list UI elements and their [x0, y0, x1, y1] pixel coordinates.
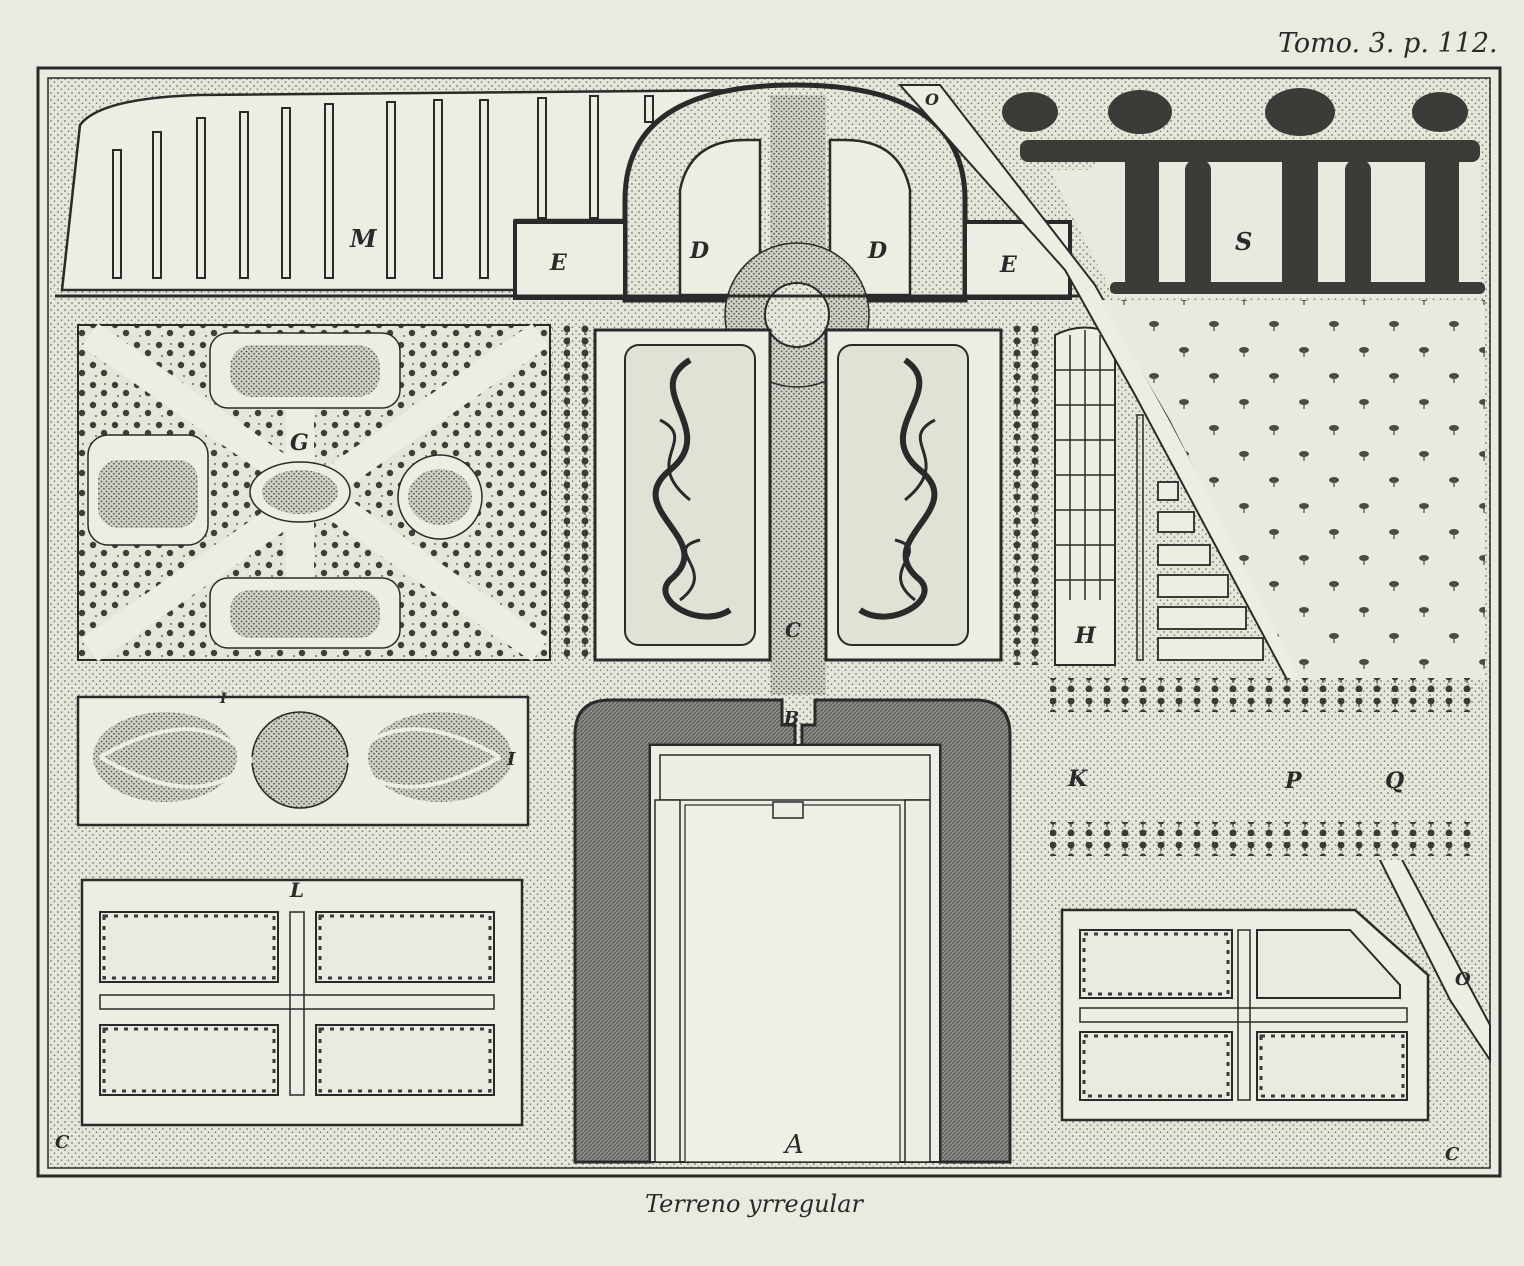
letter-c-bottom-left: C	[55, 1132, 70, 1153]
broderie-right	[837, 344, 969, 646]
potager-right-beds	[1079, 929, 1408, 1101]
letter-k: K	[1067, 766, 1088, 792]
triangle-beds	[1157, 481, 1264, 661]
letter-c-center: C	[785, 618, 801, 642]
letter-m: M	[349, 224, 378, 253]
letter-o-bottom: O	[1455, 969, 1471, 990]
parterre-d-right	[828, 138, 912, 297]
meadow	[1100, 300, 1485, 680]
letter-p: P	[1284, 768, 1303, 794]
plate-reference: Tomo. 3. p. 112.	[1278, 28, 1498, 59]
plate-caption: Terreno yrregular	[645, 1190, 865, 1218]
field-furrows	[112, 95, 654, 279]
potager-l-beds	[99, 911, 495, 1096]
letter-e-right: E	[999, 252, 1018, 278]
letter-q: Q	[1385, 768, 1404, 794]
letter-a: A	[783, 1130, 804, 1160]
letter-i-top: I	[219, 691, 227, 707]
letter-e-left: E	[549, 250, 568, 276]
letter-l: L	[289, 878, 304, 902]
outer-frame	[36, 66, 1502, 1178]
road-o	[897, 84, 1491, 1064]
letter-o-top: O	[925, 90, 939, 109]
letter-i-right: I	[506, 749, 516, 770]
letter-g: G	[290, 430, 309, 456]
central-walk	[770, 95, 826, 695]
letter-s: S	[1235, 227, 1252, 256]
letter-h: H	[1074, 623, 1097, 649]
pavilion-e-left	[513, 220, 627, 300]
letter-c-bottom-right: C	[1445, 1144, 1460, 1165]
central-basin	[764, 282, 830, 348]
arbour-slats	[1055, 330, 1115, 600]
parterre-d-left	[678, 138, 762, 297]
letter-d-left: D	[689, 238, 709, 264]
tree-arcade-s	[1002, 88, 1485, 294]
letter-b: B	[783, 708, 799, 729]
letter-d-right: D	[867, 238, 887, 264]
plan-letters: M E E D D G C H S O O I I B K P Q L A C …	[55, 90, 1471, 1165]
broderie-left	[624, 344, 756, 646]
